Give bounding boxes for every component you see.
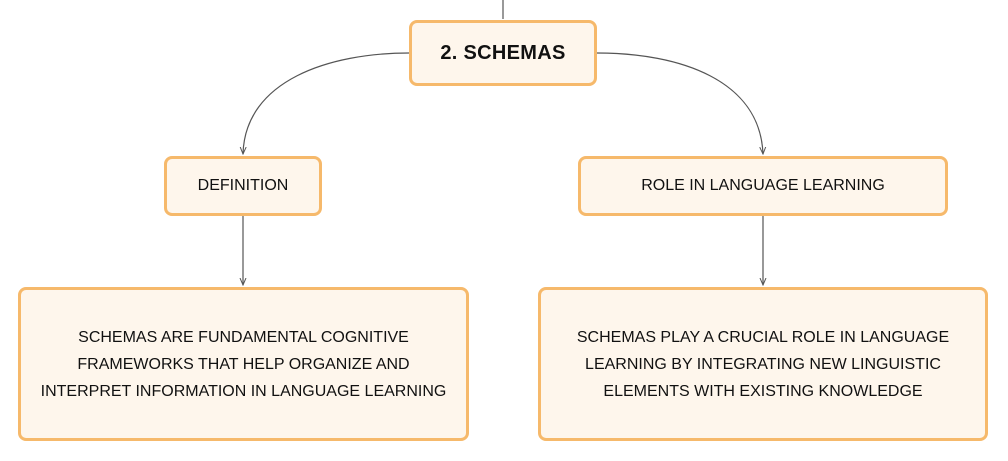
node-definition-label: DEFINITION — [197, 177, 289, 194]
node-role-text-label: SCHEMAS PLAY A CRUCIAL ROLE IN LANGUAGE … — [576, 328, 950, 400]
node-root-schemas[interactable]: 2. SCHEMAS — [409, 20, 597, 86]
node-definition-text[interactable]: SCHEMAS ARE FUNDAMENTAL COGNITIVE FRAMEW… — [18, 287, 469, 441]
node-definition-text-label: SCHEMAS ARE FUNDAMENTAL COGNITIVE FRAMEW… — [40, 328, 447, 400]
node-role-in-language-learning[interactable]: ROLE IN LANGUAGE LEARNING — [578, 156, 948, 216]
connector-root-to-definition — [243, 52, 410, 154]
node-role-label: ROLE IN LANGUAGE LEARNING — [641, 177, 885, 194]
node-root-label: 2. SCHEMAS — [440, 41, 566, 64]
connector-root-to-role — [596, 52, 763, 154]
node-definition[interactable]: DEFINITION — [164, 156, 322, 216]
node-role-text[interactable]: SCHEMAS PLAY A CRUCIAL ROLE IN LANGUAGE … — [538, 287, 988, 441]
